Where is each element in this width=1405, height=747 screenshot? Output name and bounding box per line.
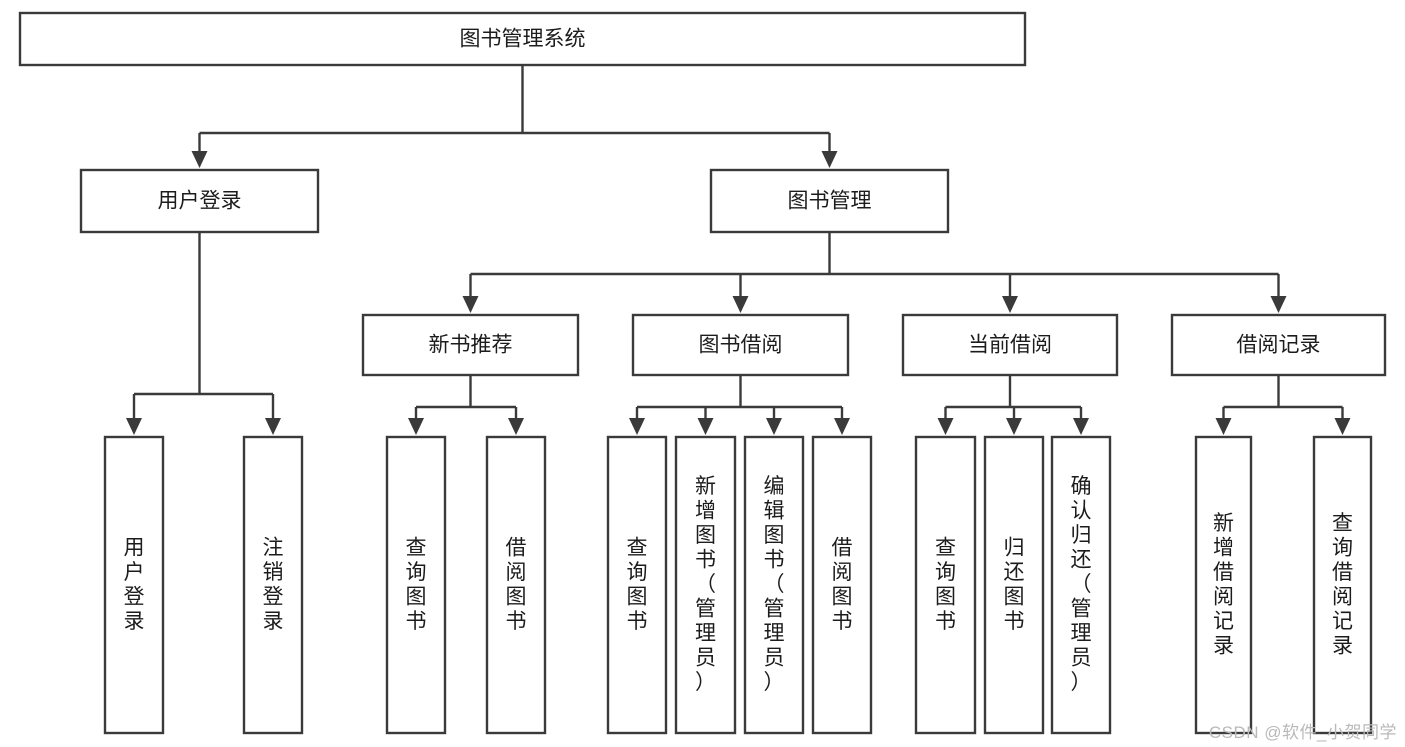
- node-leaf-confirm-return-admin[interactable]: 确认归还（管理员）: [1050, 435, 1112, 735]
- arrow-head-icon: [462, 296, 479, 313]
- node-label: 查询图书: [935, 536, 956, 633]
- node-box[interactable]: [901, 313, 1119, 377]
- arrow-head-icon: [1002, 296, 1018, 313]
- node-label: 编辑图书（管理员）: [764, 475, 785, 694]
- node-l3-current-borrow[interactable]: 当前借阅: [901, 313, 1119, 377]
- node-label: 借阅图书: [832, 536, 853, 633]
- arrow-head-icon: [408, 418, 424, 435]
- node-leaf-user-logout[interactable]: 注销登录: [242, 435, 304, 735]
- node-leaf-user-login[interactable]: 用户登录: [103, 435, 165, 735]
- node-l3-borrow-record[interactable]: 借阅记录: [1170, 313, 1387, 377]
- node-leaf-query-book-br[interactable]: 查询图书: [606, 435, 668, 735]
- node-label: 新书推荐: [429, 334, 513, 357]
- node-box[interactable]: [914, 435, 977, 735]
- edges-layer: [126, 65, 1351, 435]
- node-box[interactable]: [674, 435, 737, 735]
- node-box[interactable]: [1170, 313, 1387, 377]
- node-label: 图书管理: [788, 190, 872, 213]
- node-label: 借阅图书: [506, 536, 527, 633]
- node-box[interactable]: [1312, 435, 1373, 735]
- node-box[interactable]: [103, 435, 165, 735]
- node-box[interactable]: [983, 435, 1045, 735]
- node-leaf-query-book-rec[interactable]: 查询图书: [385, 435, 447, 735]
- node-label: 图书管理系统: [460, 28, 586, 51]
- node-box[interactable]: [631, 313, 850, 377]
- node-label: 归还图书: [1004, 536, 1025, 633]
- node-box[interactable]: [1050, 435, 1112, 735]
- arrow-head-icon: [126, 418, 142, 435]
- node-label: 查询图书: [406, 536, 427, 633]
- node-l2-book-manage[interactable]: 图书管理: [709, 168, 950, 234]
- node-label: 注销登录: [263, 536, 284, 633]
- node-label: 查询图书: [627, 536, 648, 633]
- node-box[interactable]: [606, 435, 668, 735]
- arrow-head-icon: [1270, 296, 1287, 313]
- arrow-head-icon: [1334, 418, 1351, 435]
- node-l2-user-login[interactable]: 用户登录: [79, 168, 320, 234]
- node-l3-book-borrow[interactable]: 图书借阅: [631, 313, 850, 377]
- arrow-head-icon: [629, 418, 645, 435]
- node-box[interactable]: [709, 168, 950, 234]
- node-label: 新增图书（管理员）: [695, 475, 716, 694]
- node-leaf-borrow-book-rec[interactable]: 借阅图书: [485, 435, 547, 735]
- arrow-head-icon: [821, 151, 838, 168]
- node-label: 新增借阅记录: [1213, 511, 1234, 657]
- arrow-head-icon: [834, 418, 850, 435]
- node-label: 用户登录: [158, 190, 242, 213]
- arrow-head-icon: [697, 418, 714, 435]
- node-box[interactable]: [385, 435, 447, 735]
- arrow-head-icon: [191, 151, 208, 168]
- node-box[interactable]: [361, 313, 580, 377]
- node-leaf-query-book-cb[interactable]: 查询图书: [914, 435, 977, 735]
- arrow-head-icon: [1215, 418, 1232, 435]
- node-root[interactable]: 图书管理系统: [18, 11, 1027, 67]
- node-label: 用户登录: [124, 536, 145, 633]
- node-l3-new-book-rec[interactable]: 新书推荐: [361, 313, 580, 377]
- node-box[interactable]: [811, 435, 873, 735]
- nodes-layer: 图书管理系统用户登录图书管理新书推荐图书借阅当前借阅借阅记录用户登录注销登录查询…: [18, 11, 1387, 735]
- arrow-head-icon: [508, 418, 524, 435]
- node-label: 当前借阅: [968, 334, 1052, 357]
- node-box[interactable]: [743, 435, 805, 735]
- node-label: 图书借阅: [699, 334, 783, 357]
- arrow-head-icon: [937, 418, 954, 435]
- node-label: 确认归还（管理员）: [1071, 475, 1092, 694]
- node-box[interactable]: [242, 435, 304, 735]
- node-leaf-return-book[interactable]: 归还图书: [983, 435, 1045, 735]
- node-box[interactable]: [485, 435, 547, 735]
- node-leaf-borrow-book-br[interactable]: 借阅图书: [811, 435, 873, 735]
- node-label: 查询借阅记录: [1332, 511, 1353, 657]
- node-leaf-edit-book-admin[interactable]: 编辑图书（管理员）: [743, 435, 805, 735]
- node-label: 借阅记录: [1237, 334, 1321, 357]
- node-leaf-query-borrow-record[interactable]: 查询借阅记录: [1312, 435, 1373, 735]
- node-box[interactable]: [18, 11, 1027, 67]
- node-box[interactable]: [1194, 435, 1253, 735]
- arrow-head-icon: [766, 418, 782, 435]
- arrow-head-icon: [265, 418, 281, 435]
- node-leaf-add-borrow-record[interactable]: 新增借阅记录: [1194, 435, 1253, 735]
- arrow-head-icon: [1006, 418, 1022, 435]
- arrow-head-icon: [732, 296, 749, 313]
- arrow-head-icon: [1073, 418, 1089, 435]
- node-box[interactable]: [79, 168, 320, 234]
- node-leaf-add-book-admin[interactable]: 新增图书（管理员）: [674, 435, 737, 735]
